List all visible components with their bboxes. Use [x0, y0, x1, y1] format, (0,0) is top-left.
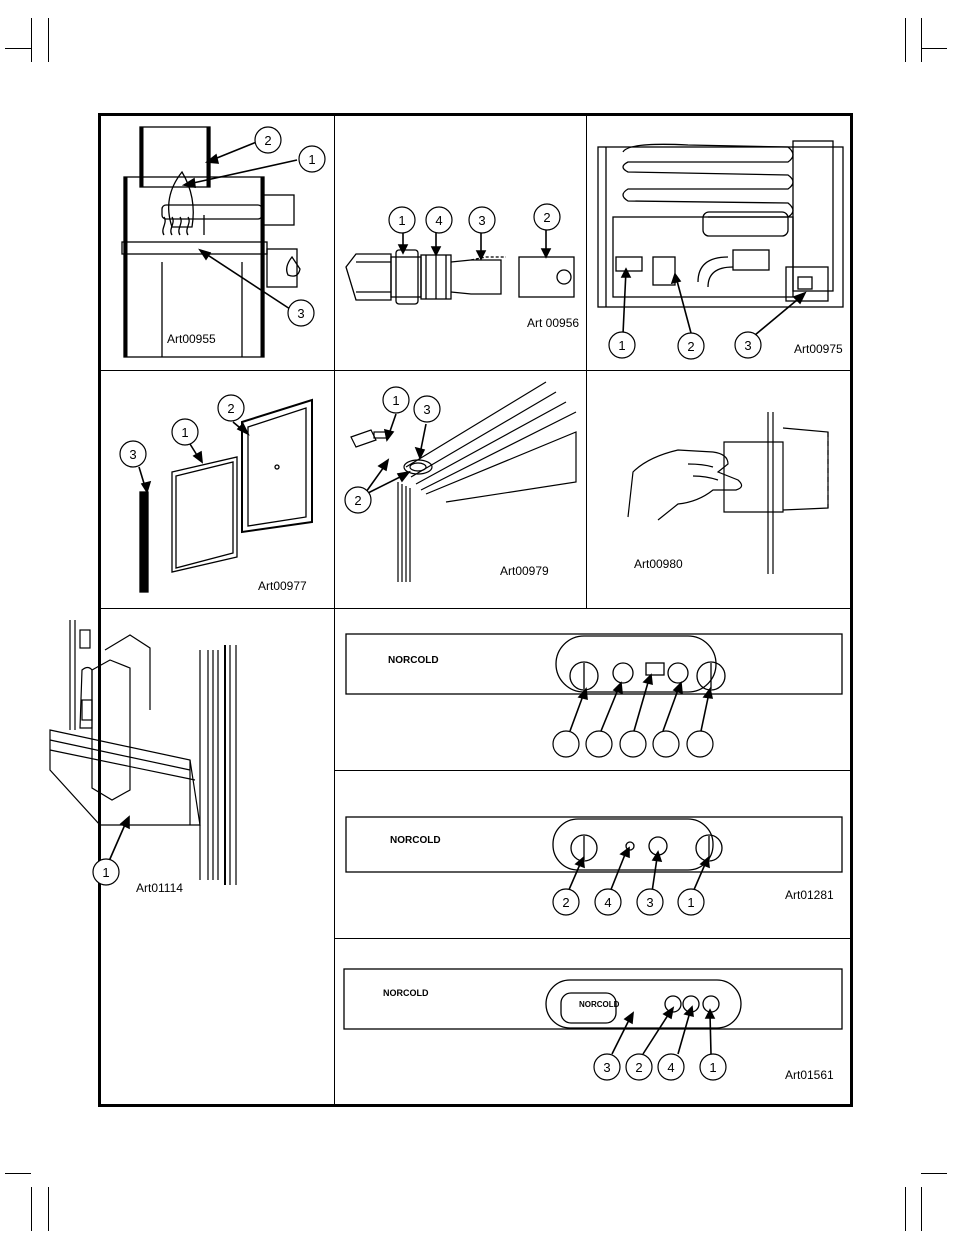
callout-1: 1 [709, 1060, 716, 1075]
callout-2: 2 [227, 401, 234, 416]
callout-3: 3 [478, 213, 485, 228]
grid-divider [101, 608, 850, 609]
figure-caption: Art 00956 [527, 316, 580, 330]
rear-view-illustration: 1 2 3 [588, 117, 850, 369]
fitting-illustration: 1 4 3 2 [336, 117, 584, 369]
callout-1: 1 [392, 393, 399, 408]
control-panel-3: NORCOLD NORCOLD 3 2 4 1 [336, 940, 848, 1104]
callout-3: 3 [129, 447, 136, 462]
norcold-logo: NORCOLD [383, 988, 429, 998]
callout-2: 2 [264, 133, 271, 148]
grid-divider [586, 116, 587, 608]
figure-caption: Art00975 [794, 342, 843, 356]
callout-1: 1 [398, 213, 405, 228]
callout-1: 1 [618, 338, 625, 353]
figure-grid-frame [98, 113, 853, 1107]
callout-1: 1 [102, 865, 109, 880]
norcold-logo: NORCOLD [579, 1000, 620, 1009]
door-bin-illustration: 1 [40, 610, 334, 1104]
grid-divider [335, 770, 850, 771]
norcold-logo: NORCOLD [390, 835, 441, 846]
grid-divider [335, 938, 850, 939]
hinge-illustration: 1 3 2 [336, 372, 584, 606]
figure-caption: Art00980 [634, 557, 683, 571]
figure-caption: Art00977 [258, 579, 307, 593]
figure-caption: Art00955 [167, 332, 216, 346]
hand-illustration [588, 372, 850, 606]
figure-caption: Art01114 [136, 881, 183, 895]
callout-2: 2 [543, 210, 550, 225]
callout-3: 3 [297, 306, 304, 321]
callout-3: 3 [744, 338, 751, 353]
figure-caption: Art00979 [500, 564, 549, 578]
callout-3: 3 [646, 895, 653, 910]
norcold-logo: NORCOLD [388, 655, 439, 666]
callout-1: 1 [181, 425, 188, 440]
grid-divider [101, 370, 850, 371]
control-panel-1: NORCOLD [336, 611, 848, 769]
callout-1: 1 [687, 895, 694, 910]
callout-2: 2 [635, 1060, 642, 1075]
callout-2: 2 [687, 339, 694, 354]
callout-4: 4 [604, 895, 611, 910]
callout-4: 4 [435, 213, 442, 228]
figure-caption: Art01281 [785, 888, 834, 902]
burner-illustration: 2 1 3 [102, 117, 334, 369]
door-panel-illustration: 3 1 2 [102, 372, 334, 606]
callout-4: 4 [667, 1060, 674, 1075]
grid-divider [334, 116, 335, 1104]
callout-2: 2 [562, 895, 569, 910]
callout-3: 3 [603, 1060, 610, 1075]
figure-caption: Art01561 [785, 1068, 834, 1082]
control-panel-2: NORCOLD 2 4 3 1 [336, 772, 848, 937]
callout-3: 3 [423, 402, 430, 417]
callout-1: 1 [308, 152, 315, 167]
callout-2: 2 [354, 493, 361, 508]
